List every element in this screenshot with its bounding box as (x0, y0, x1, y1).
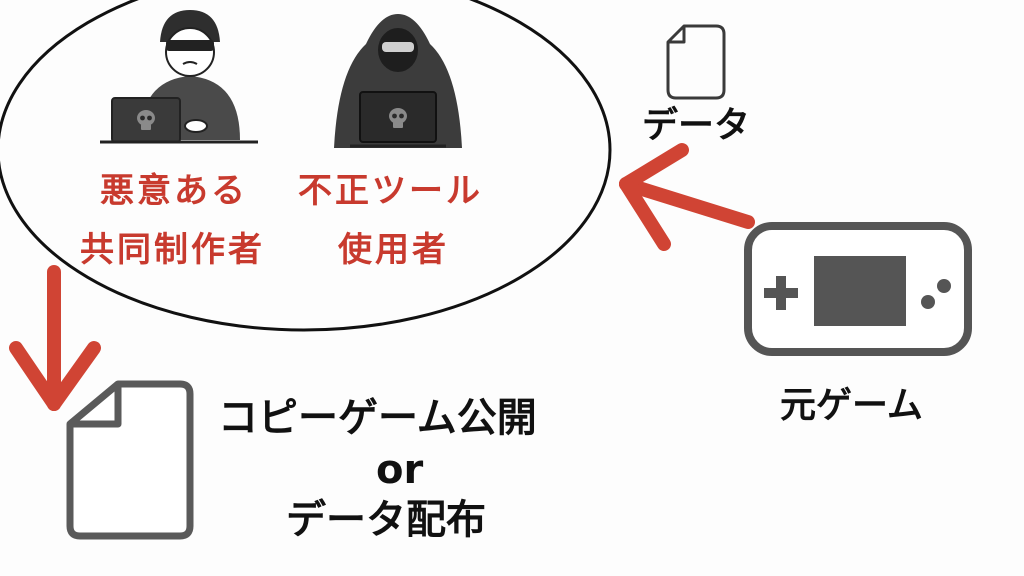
hacker-sunglasses-icon (100, 10, 258, 144)
actor-right-label-line2: 使用者 (338, 230, 449, 270)
arrow-to-result (9, 265, 101, 411)
result-label-line3: データ配布 (286, 497, 486, 543)
actor-left-label-line1: 悪意ある (100, 171, 248, 211)
result-document-icon (66, 380, 194, 540)
game-console-icon (744, 222, 972, 356)
actor-left-label-line2: 共同制作者 (80, 230, 265, 270)
actor-right-label-line1: 不正ツール (298, 171, 483, 211)
actors-group-ellipse (0, 0, 612, 332)
hooded-hacker-icon (334, 14, 462, 148)
data-label: データ (642, 105, 751, 146)
result-label-line1: コピーゲーム公開 (218, 395, 537, 441)
source-game-label: 元ゲーム (780, 385, 923, 426)
result-label-line2: or (376, 447, 424, 493)
data-document-icon (666, 24, 726, 100)
arrow-to-actors (619, 143, 755, 251)
